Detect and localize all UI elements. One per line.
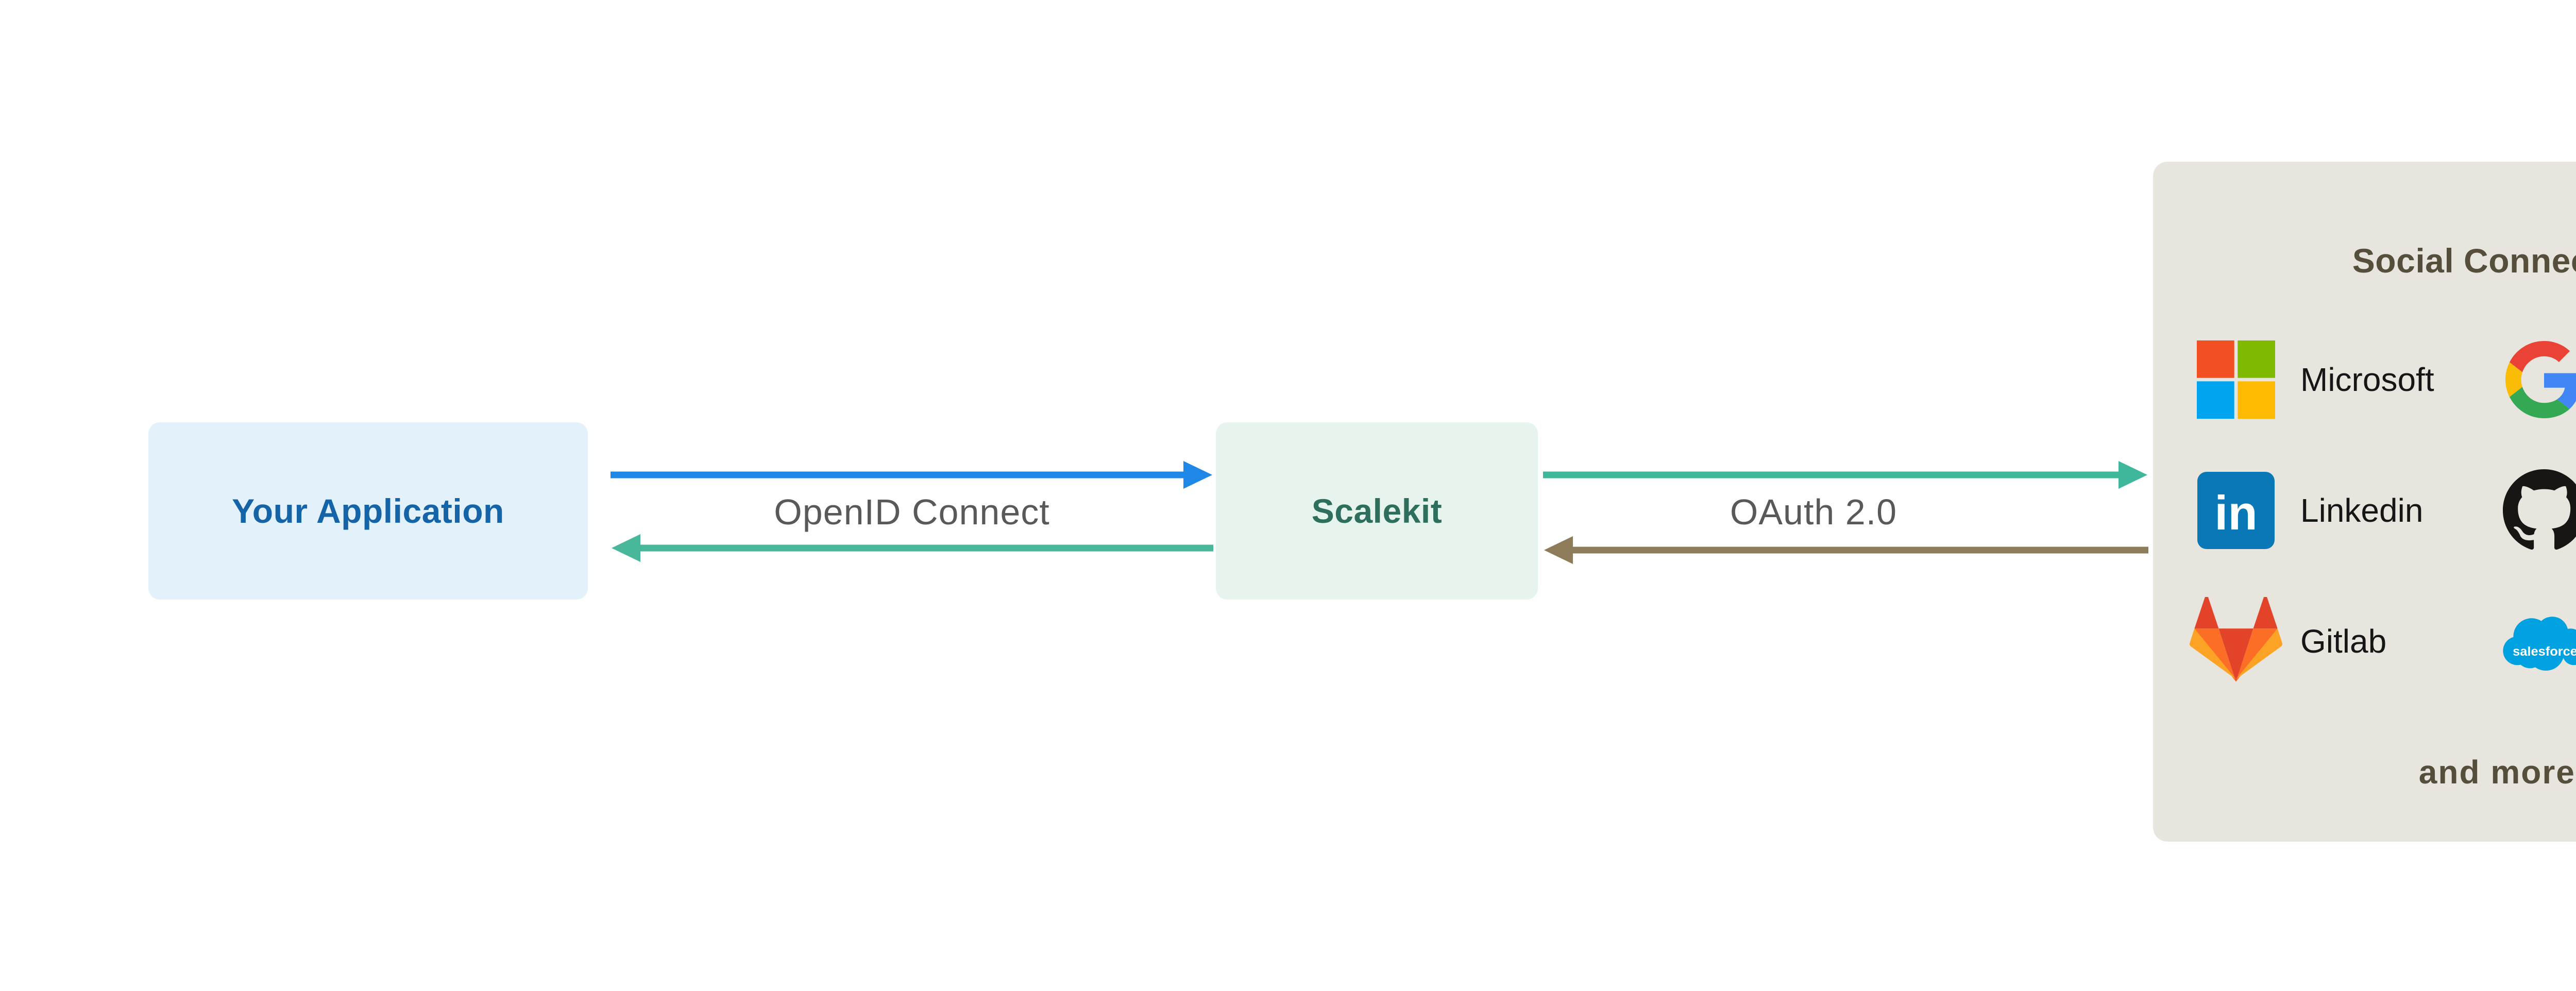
your-application-node: Your Application xyxy=(148,422,588,600)
social-provider-label: Microsoft xyxy=(2300,361,2434,398)
social-connections-panel: Social Connections Microsoft xyxy=(2153,162,2576,842)
github-octocat xyxy=(2503,469,2576,550)
arrow-scalekit-to-social-head xyxy=(2119,461,2147,489)
microsoft-icon xyxy=(2197,340,2275,419)
scalekit-label: Scalekit xyxy=(1311,492,1443,530)
google-icon xyxy=(2505,341,2576,418)
social-connections-title: Social Connections xyxy=(2352,242,2576,280)
social-provider-salesforce: salesforce Salesforce xyxy=(2495,608,2576,675)
your-application-label: Your Application xyxy=(232,492,504,530)
salesforce-icon: salesforce xyxy=(2502,617,2576,671)
social-provider-label: Linkedin xyxy=(2300,492,2424,529)
arrow-scalekit-to-app-head xyxy=(612,534,640,562)
salesforce-wordmark: salesforce xyxy=(2513,644,2576,659)
linkedin-glyph: in xyxy=(2214,486,2258,540)
arrow-scalekit-to-social xyxy=(1543,461,2147,489)
social-provider-label: Gitlab xyxy=(2300,623,2387,660)
social-provider-gitlab: Gitlab xyxy=(2187,597,2495,686)
social-provider-linkedin: in Linkedin xyxy=(2187,472,2495,549)
and-more-label: and more... xyxy=(2418,754,2576,791)
social-provider-grid: Microsoft Google in Linkedi xyxy=(2187,314,2576,707)
social-provider-google: Google xyxy=(2495,341,2576,418)
linkedin-icon: in xyxy=(2197,472,2275,549)
arrow-scalekit-to-app xyxy=(612,534,1213,562)
openid-connect-label: OpenID Connect xyxy=(774,492,1050,532)
social-provider-microsoft: Microsoft xyxy=(2187,340,2495,419)
arrow-app-to-scalekit-head xyxy=(1183,461,1212,489)
gitlab-icon xyxy=(2190,597,2282,682)
arrow-social-to-scalekit xyxy=(1544,536,2148,564)
arrow-app-to-scalekit xyxy=(611,461,1212,489)
social-provider-github: Github xyxy=(2495,469,2576,552)
oauth-label: OAuth 2.0 xyxy=(1730,492,1897,532)
github-icon xyxy=(2503,469,2576,550)
arrow-social-to-scalekit-head xyxy=(1544,536,1573,564)
scalekit-node: Scalekit xyxy=(1216,422,1538,600)
